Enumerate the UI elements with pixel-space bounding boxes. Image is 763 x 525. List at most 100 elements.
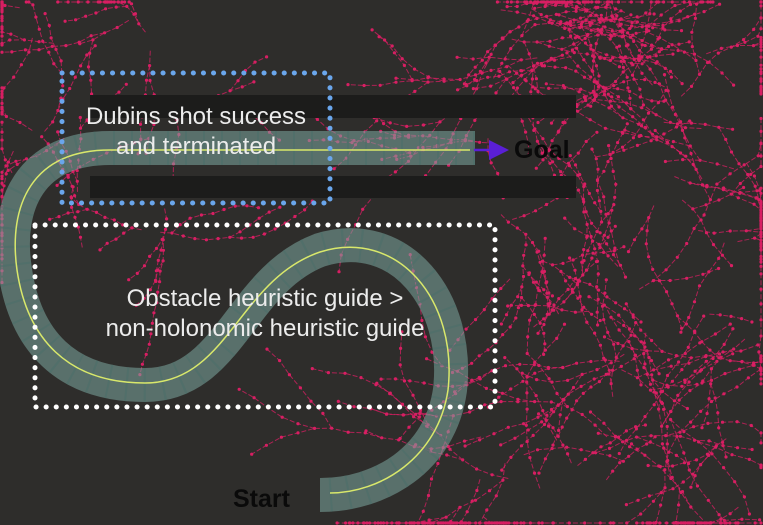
tree-branch bbox=[65, 5, 127, 22]
tree-branch bbox=[710, 383, 727, 458]
tree-node bbox=[625, 122, 629, 126]
tree-branch bbox=[500, 411, 554, 446]
tree-node bbox=[346, 430, 350, 434]
tree-branch bbox=[515, 234, 527, 319]
dubins-shot-box bbox=[59, 70, 333, 206]
tree-node bbox=[245, 204, 249, 208]
tree-branch bbox=[559, 102, 691, 147]
tree-branch bbox=[577, 424, 646, 466]
tree-node bbox=[759, 354, 763, 358]
tree-node bbox=[651, 26, 655, 30]
tree-branch bbox=[648, 438, 727, 468]
tree-node bbox=[644, 242, 648, 246]
tree-node bbox=[86, 65, 91, 69]
tree-branch bbox=[229, 56, 267, 92]
tree-node bbox=[739, 349, 743, 353]
tree-branch bbox=[718, 357, 762, 364]
tree-branch bbox=[665, 435, 753, 450]
tree-branch bbox=[665, 159, 735, 170]
tree-node bbox=[663, 159, 668, 164]
tree-node bbox=[737, 367, 742, 371]
tree-branch bbox=[588, 296, 655, 393]
tree-node bbox=[759, 48, 763, 52]
tree-branch bbox=[512, 197, 558, 220]
start-label: Start bbox=[233, 485, 290, 513]
tree-node bbox=[659, 491, 663, 495]
tree-branch bbox=[426, 358, 535, 403]
tree-branch bbox=[650, 328, 734, 391]
tree-node bbox=[506, 304, 510, 308]
tree-branch bbox=[49, 208, 88, 220]
tree-branch bbox=[621, 369, 690, 471]
tree-node bbox=[64, 44, 68, 48]
tree-node bbox=[578, 294, 582, 299]
tree-branch bbox=[610, 19, 672, 78]
tree-node bbox=[443, 521, 448, 525]
tree-node bbox=[522, 214, 526, 218]
tree-branch bbox=[1, 39, 54, 45]
tree-node bbox=[590, 0, 594, 4]
tree-node bbox=[703, 122, 707, 126]
tree-branch bbox=[238, 388, 315, 429]
tree-branch bbox=[465, 70, 533, 85]
tree-node bbox=[90, 92, 94, 96]
tree-branch bbox=[563, 226, 616, 303]
tree-node bbox=[742, 185, 746, 190]
tree-branch bbox=[409, 254, 443, 366]
tree-branch bbox=[680, 17, 762, 97]
tree-node bbox=[759, 382, 763, 386]
tree-node bbox=[37, 48, 41, 52]
tree-branch bbox=[599, 145, 617, 248]
tree-branch bbox=[680, 242, 725, 333]
tree-branch bbox=[636, 436, 689, 464]
tree-branch bbox=[581, 204, 615, 272]
tree-branch bbox=[693, 506, 739, 524]
tree-node bbox=[545, 280, 549, 284]
tree-node bbox=[547, 304, 551, 308]
tree-branch bbox=[511, 30, 601, 43]
tree-node bbox=[696, 521, 700, 525]
tree-branch bbox=[463, 26, 520, 85]
tree-branch bbox=[641, 41, 690, 65]
tree-branch bbox=[650, 1, 711, 50]
tree-branch bbox=[171, 205, 259, 234]
tree-node bbox=[747, 512, 752, 516]
tree-node bbox=[528, 318, 532, 322]
tree-node bbox=[520, 119, 524, 123]
tree-branch bbox=[737, 209, 762, 243]
tree-node bbox=[609, 521, 613, 525]
tree-branch bbox=[740, 192, 762, 247]
tree-branch bbox=[371, 29, 413, 80]
tree-branch bbox=[71, 197, 142, 231]
tree-branch bbox=[560, 271, 601, 321]
tree-node bbox=[759, 55, 763, 59]
tree-branch bbox=[611, 1, 653, 86]
tree-node bbox=[671, 52, 675, 56]
tree-branch bbox=[551, 85, 614, 124]
tree-branch bbox=[251, 427, 382, 455]
tree-branch bbox=[399, 331, 429, 426]
tree-branch bbox=[1, 32, 105, 53]
tree-branch bbox=[632, 1, 664, 76]
tree-branch bbox=[618, 357, 692, 454]
tree-node bbox=[580, 260, 584, 264]
tree-branch bbox=[536, 41, 639, 60]
tree-node bbox=[629, 13, 633, 17]
tree-node bbox=[70, 205, 74, 209]
tree-branch bbox=[542, 260, 578, 285]
tree-node bbox=[525, 391, 529, 395]
tree-branch bbox=[730, 360, 762, 379]
tree-branch bbox=[753, 43, 762, 72]
tree-node bbox=[599, 13, 603, 17]
tree-branch bbox=[688, 469, 730, 524]
tree-branch bbox=[44, 60, 64, 132]
tree-node bbox=[685, 276, 689, 280]
tree-branch bbox=[648, 1, 713, 27]
tree-node bbox=[724, 455, 728, 459]
tree-branch bbox=[44, 13, 62, 62]
tree-node bbox=[522, 422, 526, 426]
tree-node bbox=[532, 128, 536, 132]
tree-branch bbox=[558, 14, 621, 32]
tree-node bbox=[665, 442, 669, 446]
tree-branch bbox=[1, 158, 27, 197]
